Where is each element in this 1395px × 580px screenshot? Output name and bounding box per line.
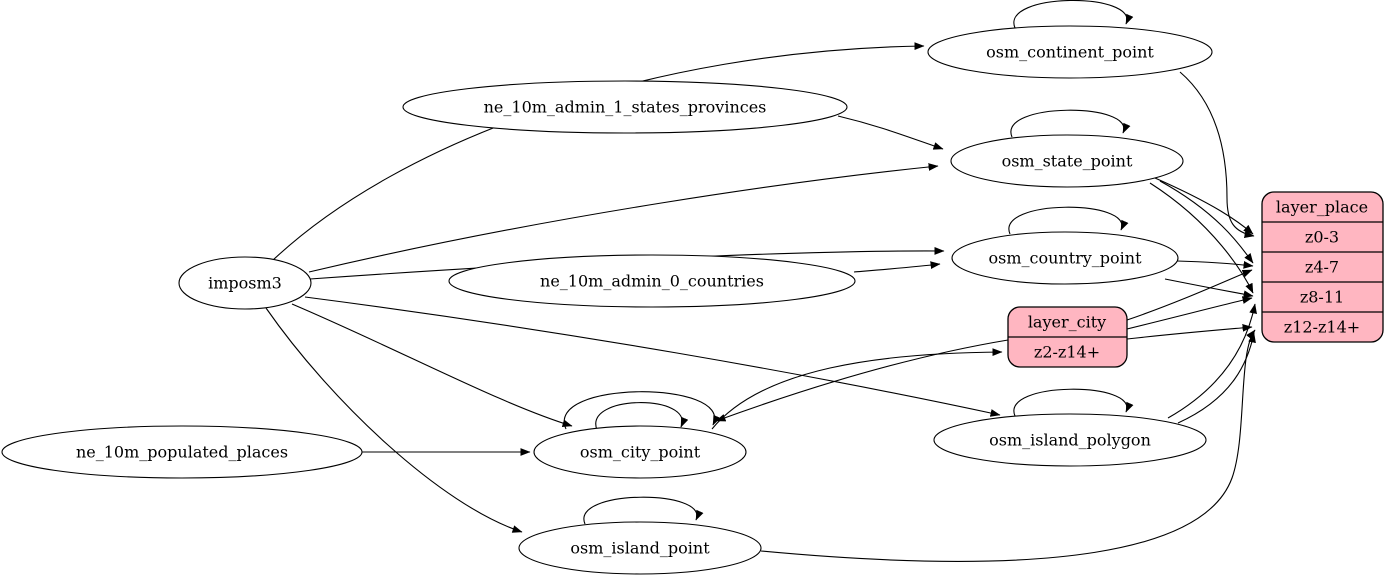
node-layer_place-title: layer_place: [1276, 198, 1368, 217]
node-osm_island_polygon-label: osm_island_polygon: [989, 431, 1151, 450]
node-imposm3-label: imposm3: [208, 274, 282, 293]
node-osm_island_point: osm_island_point: [518, 521, 762, 575]
node-osm_city_point-label: osm_city_point: [580, 443, 701, 462]
edge-osm_state_point-to-layer_place-z4-7: [1159, 180, 1254, 264]
edge-osm_city_point-to-layer_city-z2-z14: [711, 348, 1003, 430]
edge-osm_island_point-to-layer_place-z12-z14: [760, 329, 1256, 562]
self-loop-osm_city_point-outer: [563, 391, 721, 430]
node-ne_10m_admin_0_countries-label: ne_10m_admin_0_countries: [540, 272, 764, 291]
node-osm_state_point-label: osm_state_point: [1002, 152, 1133, 171]
node-ne_10m_populated_places: ne_10m_populated_places: [1, 425, 363, 479]
edge-osm_continent_point-to-layer_place-z0-3: [1179, 71, 1255, 238]
node-osm_state_point: osm_state_point: [950, 134, 1184, 188]
edge-layer_city-to-osm_city_point: [715, 339, 1009, 422]
node-ne_10m_populated_places-shape: [1, 425, 363, 479]
edge-osm_country_point-to-layer_place-z8-11: [1164, 278, 1254, 298]
edge-imposm3-to-osm_city_point: [291, 303, 573, 427]
node-layer_place: layer_place z0-3 z4-7 z8-11 z12-z14+: [1261, 191, 1384, 343]
node-ne_10m_admin_1_states_provinces-shape: [402, 80, 848, 134]
self-loop-osm_island_point: [583, 496, 704, 525]
edge-imposm3-to-osm_state_point: [308, 163, 939, 273]
node-osm_city_point: osm_city_point: [533, 425, 747, 479]
node-osm_island_polygon-shape: [933, 413, 1207, 467]
node-osm_country_point-label: osm_country_point: [988, 249, 1142, 268]
edge-osm_state_point-to-layer_place-z8-11: [1149, 182, 1254, 294]
node-layer_city-title: layer_city: [1028, 313, 1106, 332]
node-layer_place-row-z8-11: z8-11: [1300, 288, 1344, 307]
edges-layer: [265, 0, 1257, 562]
edge-layer_city-to-layer_place-z8-11: [1126, 296, 1253, 330]
edge-layer_city-to-layer_place-z4-7: [1126, 269, 1253, 321]
node-layer_city-row-z2-z14: z2-z14+: [1034, 343, 1100, 362]
node-imposm3: imposm3: [178, 256, 312, 310]
node-osm_state_point-shape: [950, 134, 1184, 188]
node-layer_place-shape: [1261, 191, 1384, 343]
node-osm_city_point-shape: [533, 425, 747, 479]
edge-imposm3-to-osm_island_point: [265, 307, 523, 533]
edge-osm_island_polygon-to-layer_place-z12-z14: [1177, 332, 1256, 424]
edge-imposm3-to-osm_continent_point: [271, 42, 925, 262]
node-osm_island_polygon: osm_island_polygon: [933, 413, 1207, 467]
node-osm_country_point-shape: [951, 231, 1179, 285]
edge-osm_island_polygon-to-layer_place-z8-11: [1167, 303, 1257, 419]
node-ne_10m_admin_0_countries: ne_10m_admin_0_countries: [448, 254, 856, 308]
self-loop-osm_continent_point: [1013, 0, 1134, 29]
node-ne_10m_populated_places-label: ne_10m_populated_places: [76, 443, 288, 462]
self-loop-osm_state_point: [1010, 109, 1131, 138]
node-ne_10m_admin_0_countries-shape: [448, 254, 856, 308]
node-osm_continent_point: osm_continent_point: [927, 25, 1213, 79]
node-osm_continent_point-shape: [927, 25, 1213, 79]
node-layer_place-row-z0-3: z0-3: [1305, 228, 1339, 247]
nodes-layer: imposm3 ne_10m_admin_1_states_provinces …: [1, 25, 1384, 575]
edge-imposm3-to-osm_island_polygon: [304, 296, 1001, 417]
edge-ne_10m_admin_0_countries-to-osm_country_point: [853, 261, 941, 273]
edge-osm_state_point-to-layer_place-z0-3: [1154, 177, 1254, 235]
edge-osm_country_point-to-layer_place-z4-7: [1176, 260, 1254, 269]
node-osm_island_point-shape: [518, 521, 762, 575]
node-ne_10m_admin_1_states_provinces-label: ne_10m_admin_1_states_provinces: [484, 98, 767, 117]
node-imposm3-shape: [178, 256, 312, 310]
self-loop-osm_island_polygon: [1013, 388, 1134, 417]
node-osm_continent_point-label: osm_continent_point: [986, 43, 1154, 62]
self-loop-osm_country_point: [1008, 206, 1129, 235]
edge-layer_city-to-layer_place-z12-z14: [1126, 323, 1253, 340]
node-osm_island_point-label: osm_island_point: [570, 539, 710, 558]
node-layer_place-row-z4-7: z4-7: [1305, 258, 1339, 277]
node-ne_10m_admin_1_states_provinces: ne_10m_admin_1_states_provinces: [402, 80, 848, 134]
edge-ne_10m_admin_1_states_provinces-to-osm_state_point: [837, 115, 944, 150]
self-loop-osm_city_point-inner: [595, 402, 689, 431]
node-layer_place-row-z12-z14: z12-z14+: [1284, 318, 1360, 337]
node-layer_city: layer_city z2-z14+: [1007, 306, 1128, 368]
node-osm_country_point: osm_country_point: [951, 231, 1179, 285]
